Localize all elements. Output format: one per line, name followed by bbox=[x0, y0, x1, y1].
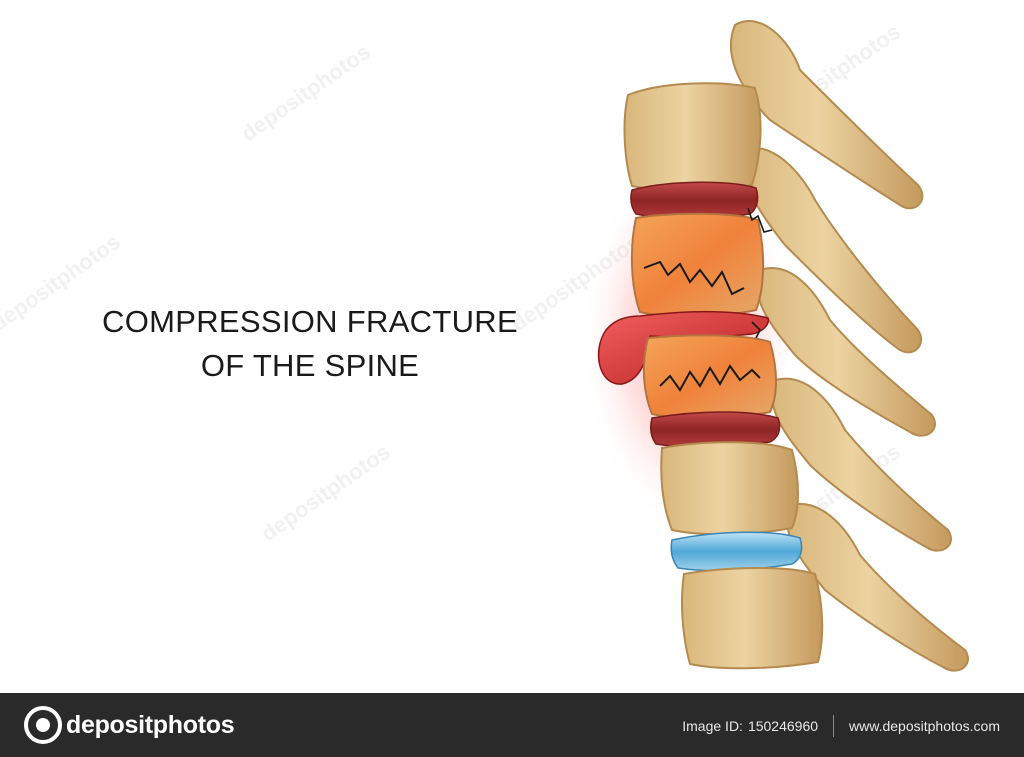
title-line-2: OF THE SPINE bbox=[200, 348, 420, 383]
vertebra-4 bbox=[660, 441, 799, 536]
image-meta: Image ID: 150246960 www.depositphotos.co… bbox=[682, 715, 1000, 737]
depositphotos-logo-icon bbox=[24, 706, 62, 744]
diagram-title: COMPRESSION FRACTURE OF THE SPINE bbox=[60, 300, 560, 388]
fracture-crack-4 bbox=[659, 364, 761, 392]
fracture-crack-2 bbox=[747, 207, 773, 233]
fracture-crack-1 bbox=[643, 260, 745, 296]
image-id-value: 150246960 bbox=[747, 718, 819, 734]
vertebra-1 bbox=[623, 82, 762, 192]
brand-logo[interactable]: depositphotos bbox=[24, 706, 235, 744]
damaged-disc-2 bbox=[650, 411, 781, 448]
image-id-label: Image ID: bbox=[682, 718, 743, 734]
title-line-1: COMPRESSION FRACTURE bbox=[102, 304, 518, 339]
site-url[interactable]: www.depositphotos.com bbox=[849, 718, 1000, 734]
healthy-disc bbox=[670, 531, 803, 572]
spinous-processes bbox=[729, 20, 969, 672]
spine-illustration bbox=[580, 20, 969, 672]
illustration-canvas: depositphotos depositphotos depositphoto… bbox=[0, 18, 969, 672]
meta-divider bbox=[833, 715, 835, 737]
vertebra-3-fractured bbox=[642, 334, 777, 420]
stock-footer-bar: depositphotos Image ID: 150246960 www.de… bbox=[0, 693, 1024, 757]
brand-name: depositphotos bbox=[66, 710, 235, 739]
vertebra-5 bbox=[681, 567, 824, 670]
